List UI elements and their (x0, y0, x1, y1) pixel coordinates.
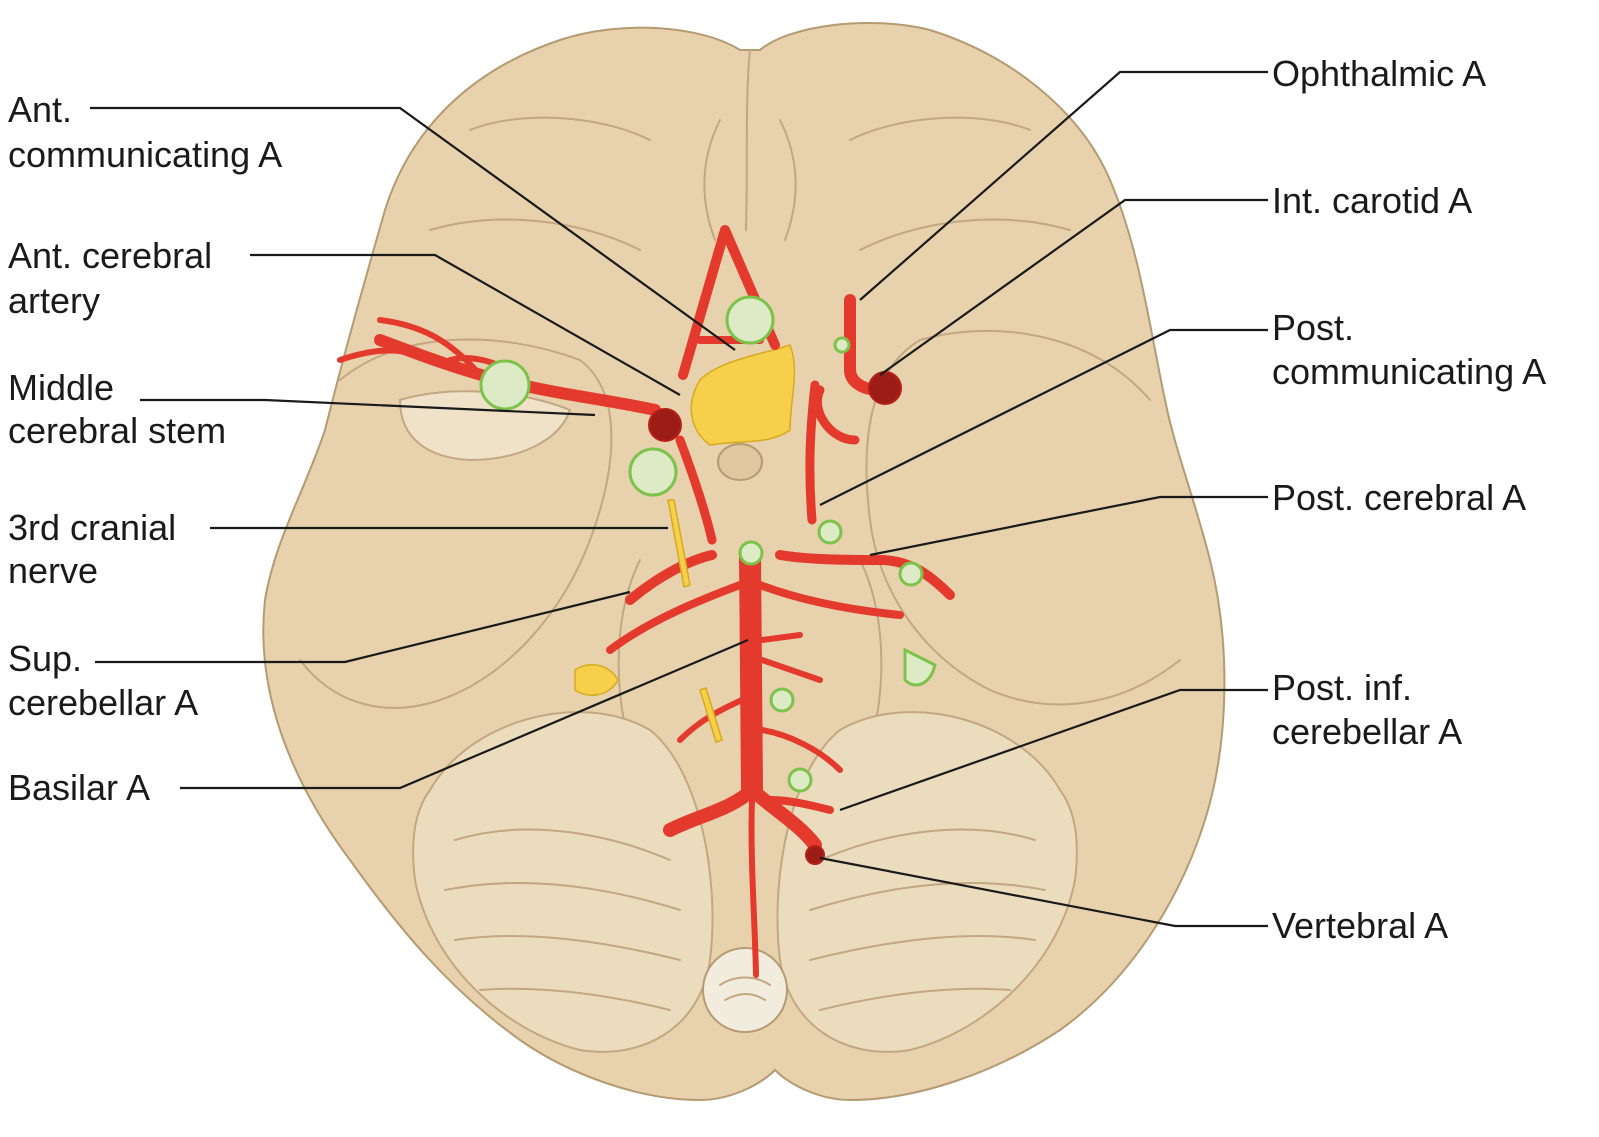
leader-sup-cerebellar (95, 590, 631, 664)
medulla-detail (719, 976, 771, 1001)
aneurysm-mca (479, 359, 531, 411)
label-sup-cerebellar-2: cerebellar A (8, 682, 198, 723)
third-cranial-nerve (667, 499, 691, 588)
label-third-cranial-2: nerve (8, 550, 98, 591)
label-ant-cerebral-1: Ant. cerebral (8, 235, 212, 276)
right-carotid-stump (868, 371, 902, 405)
leader-post-inf-cerebellar (839, 688, 1268, 812)
aneurysm-sites (479, 295, 937, 793)
label-post-communicating-2: communicating A (1272, 351, 1546, 392)
leader-basilar (180, 638, 749, 790)
label-middle-cerebral-2: cerebral stem (8, 410, 226, 451)
aneurysm-basilar-tip (738, 540, 764, 566)
right-cerebellar-hemisphere (776, 711, 1078, 1053)
label-vertebral: Vertebral A (1272, 905, 1448, 946)
leader-ant-communicating (90, 106, 736, 351)
leader-post-cerebral (869, 495, 1268, 557)
posterior-cerebral-arteries (625, 550, 955, 605)
leader-post-communicating (819, 328, 1268, 506)
vertebral-stump (805, 845, 825, 865)
label-post-cerebral: Post. cerebral A (1272, 477, 1526, 518)
label-third-cranial-1: 3rd cranial (8, 507, 176, 548)
leader-middle-cerebral (140, 398, 596, 417)
label-ant-communicating-2: communicating A (8, 134, 282, 175)
left-temporal-lobe (299, 338, 613, 709)
aneurysm-right-lateral (903, 647, 937, 687)
left-carotid-stump (648, 408, 682, 442)
vertebral-split (663, 783, 822, 852)
right-temporal-lobe (865, 329, 1181, 706)
label-ophthalmic: Ophthalmic A (1272, 53, 1486, 94)
leader-int-carotid (879, 198, 1268, 376)
label-int-carotid: Int. carotid A (1272, 180, 1472, 221)
longitudinal-fissure (745, 49, 751, 231)
aneurysm-post-cerebral (817, 519, 843, 545)
aneurysm-pica (787, 767, 813, 793)
label-middle-cerebral-1: Middle (8, 367, 114, 408)
pontine-branches (677, 632, 843, 773)
label-basilar: Basilar A (8, 767, 150, 808)
aneurysm-right-sca (898, 561, 924, 587)
cranial-nerve-fragment (699, 687, 723, 743)
aneurysm-pontine (769, 687, 795, 713)
frontal-gyri (429, 116, 1071, 251)
basilar-artery (739, 544, 763, 801)
label-post-communicating-1: Post. (1272, 307, 1354, 348)
leader-vertebral (819, 856, 1268, 928)
leader-lines (90, 70, 1268, 928)
post-inf-cerebellar-artery (766, 796, 834, 814)
labels: Ant. communicating A Ant. cerebral arter… (8, 53, 1546, 946)
anterior-spinal-artery (748, 797, 759, 978)
optic-chiasm (690, 344, 796, 446)
medulla-cut (702, 947, 788, 1033)
left-posterior-communicating-artery (675, 435, 717, 545)
mammillary-bodies (717, 443, 763, 481)
aneurysm-acomm (725, 295, 775, 345)
left-cerebellar-hemisphere (412, 711, 714, 1053)
label-ant-cerebral-2: artery (8, 280, 100, 321)
superior-cerebellar-arteries (606, 581, 904, 654)
label-ant-communicating-1: Ant. (8, 89, 72, 130)
leader-ant-cerebral (250, 253, 681, 396)
label-post-inf-cerebellar-1: Post. inf. (1272, 667, 1412, 708)
posterior-communicating-artery (805, 380, 820, 525)
cerebellar-folia (444, 828, 1046, 1011)
leader-ophthalmic (859, 70, 1268, 301)
label-post-inf-cerebellar-2: cerebellar A (1272, 711, 1462, 752)
aneurysm-left-pcomm (628, 447, 678, 497)
trigeminal-root (574, 664, 619, 696)
label-sup-cerebellar-1: Sup. (8, 638, 82, 679)
aneurysm-ophthalmic (833, 336, 851, 354)
